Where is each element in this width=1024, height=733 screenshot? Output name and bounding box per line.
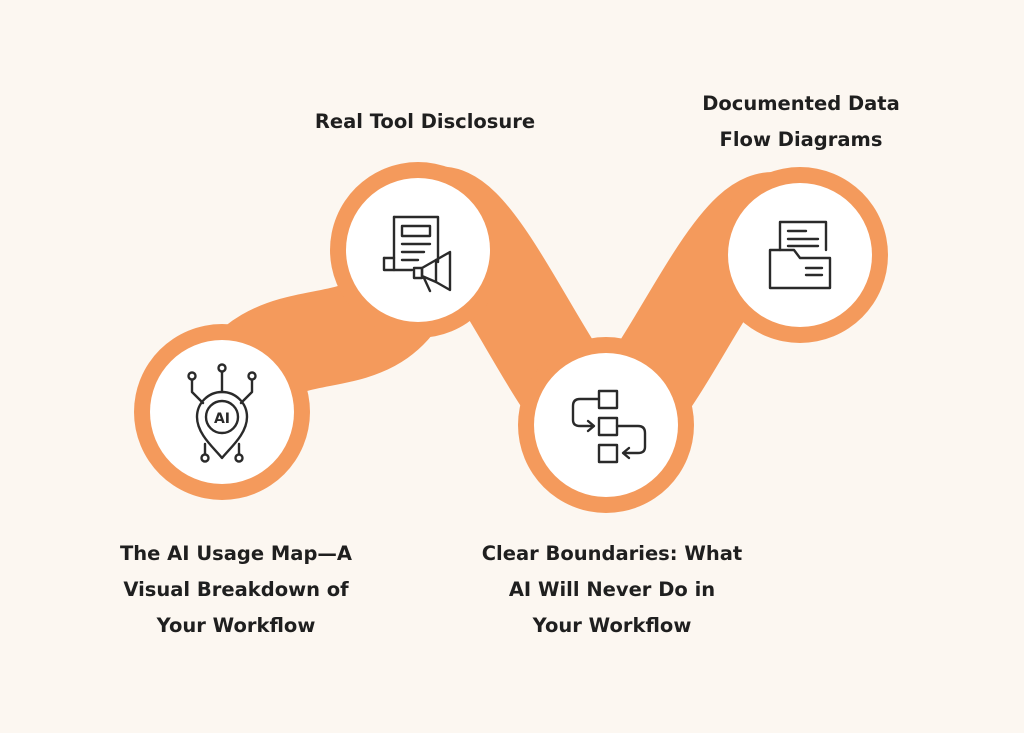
- document-folder-icon: [768, 220, 832, 290]
- label-line: Real Tool Disclosure: [314, 110, 536, 133]
- label-line: Flow Diagrams: [719, 128, 883, 151]
- step-label-real-tool-disclosure: Real Tool Disclosure: [290, 104, 560, 140]
- label-line: Your Workflow: [532, 614, 692, 637]
- flowchart-boxes-icon: [571, 389, 647, 464]
- label-line: AI Will Never Do in: [508, 578, 716, 601]
- node-circle-2: [346, 178, 490, 322]
- wave-connector: [174, 167, 848, 473]
- label-line: Your Workflow: [156, 614, 316, 637]
- label-line: Clear Boundaries: What: [481, 542, 743, 565]
- node-circle-3: [534, 353, 678, 497]
- document-megaphone-icon: [382, 215, 452, 293]
- label-line: The AI Usage Map—A: [119, 542, 353, 565]
- ai-chip-pin-icon: AI: [187, 363, 257, 463]
- node-circle-4: [728, 183, 872, 327]
- ai-chip-label: AI: [214, 411, 230, 427]
- node-circle-1: [150, 340, 294, 484]
- label-line: Documented Data: [702, 92, 900, 115]
- step-label-ai-usage-map: The AI Usage Map—A Visual Breakdown of Y…: [100, 536, 372, 644]
- label-line: Visual Breakdown of: [123, 578, 349, 601]
- step-label-clear-boundaries: Clear Boundaries: What AI Will Never Do …: [468, 536, 756, 644]
- step-label-data-flow-diagrams: Documented Data Flow Diagrams: [670, 86, 932, 158]
